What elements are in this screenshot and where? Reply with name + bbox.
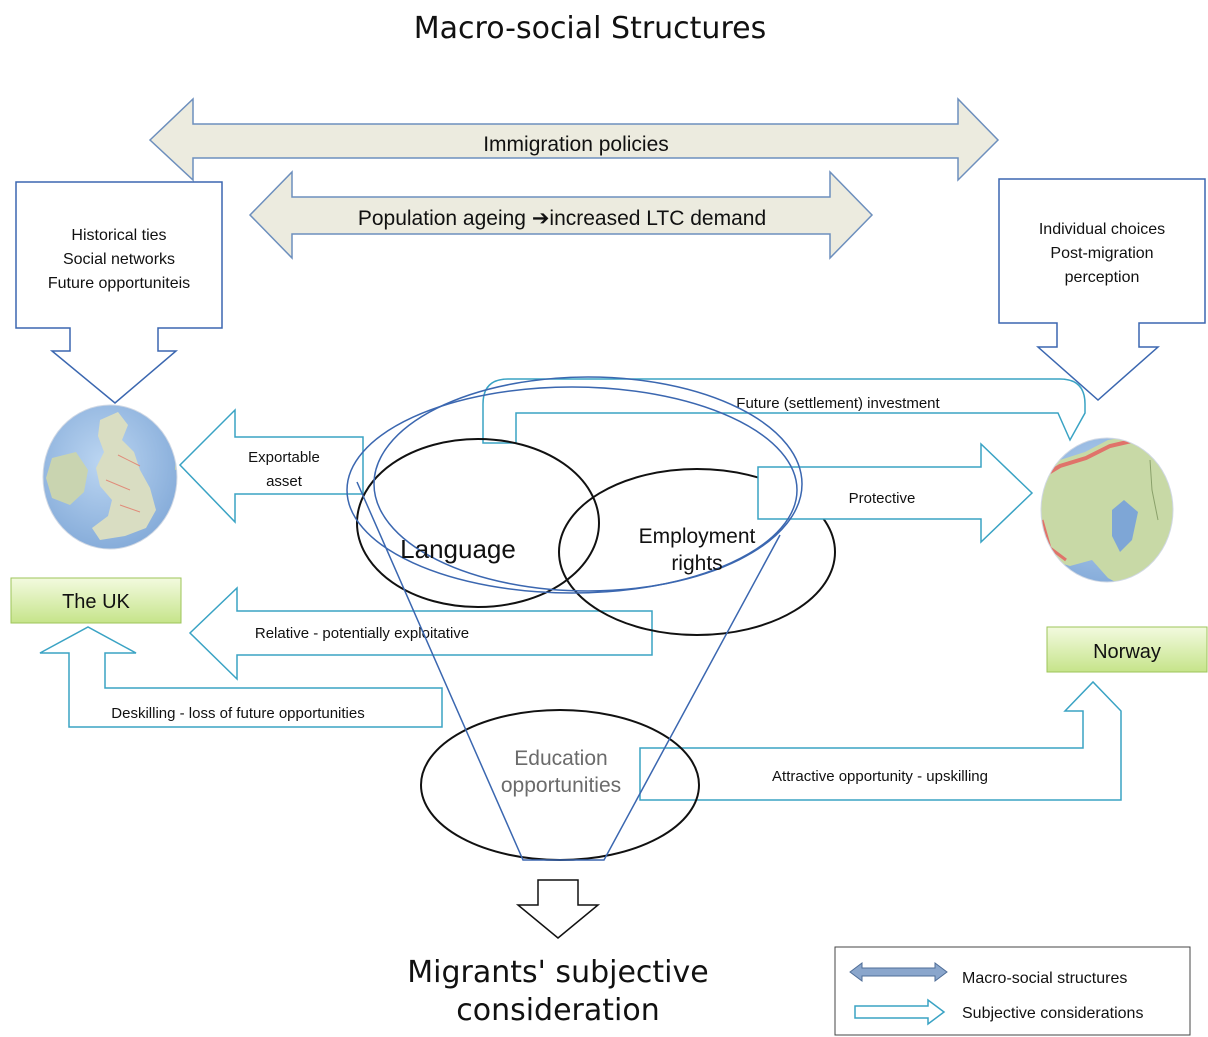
diagram-title: Macro-social Structures	[414, 11, 766, 46]
norway-map-globe-icon	[1040, 437, 1174, 583]
language-circle	[356, 438, 600, 608]
uk-map-globe-icon	[42, 404, 178, 550]
education-label-2: opportunities	[501, 774, 621, 797]
attractive-opportunity-arrow	[639, 680, 1122, 801]
relative-exploitative-label: Relative - potentially exploitative	[255, 625, 469, 642]
legend-macro-label: Macro-social structures	[962, 970, 1127, 987]
norway-country-label: Norway	[1093, 641, 1161, 663]
immigration-policies-arrow	[148, 97, 1000, 182]
norway-callout-box	[998, 178, 1206, 402]
attractive-opportunity-label: Attractive opportunity - upskilling	[772, 768, 988, 785]
immigration-policies-label: Immigration policies	[483, 133, 669, 156]
legend-subjective-arrow-icon	[854, 998, 946, 1026]
exportable-asset-label-1: Exportable	[248, 449, 320, 466]
legend-subjective-label: Subjective considerations	[962, 1005, 1143, 1022]
legend-macro-arrow-icon	[849, 962, 948, 982]
down-arrow-icon	[515, 879, 601, 939]
uk-callout-box	[15, 181, 223, 404]
norway-callout-line-2: Post-migration	[1050, 245, 1153, 262]
employment-rights-label-2: rights	[671, 552, 722, 575]
exportable-asset-label-2: asset	[266, 473, 303, 490]
norway-callout-line-3: perception	[1065, 269, 1140, 286]
norway-callout-line-1: Individual choices	[1039, 221, 1165, 238]
bottom-title-line-2: consideration	[456, 993, 660, 1028]
population-ageing-arrow	[248, 170, 874, 260]
protective-label: Protective	[849, 490, 916, 507]
future-investment-label: Future (settlement) investment	[736, 395, 940, 412]
uk-country-box	[10, 577, 182, 624]
uk-callout-line-3: Future opportuniteis	[48, 275, 190, 292]
norway-country-box	[1046, 626, 1208, 673]
uk-country-label: The UK	[62, 591, 130, 613]
protective-arrow	[757, 442, 1034, 544]
education-label-1: Education	[514, 747, 607, 770]
language-label: Language	[400, 534, 516, 564]
subjective-funnel	[346, 376, 803, 861]
population-ageing-label: Population ageing ➔increased LTC demand	[358, 207, 766, 230]
uk-callout-line-1: Historical ties	[71, 227, 166, 244]
employment-rights-label-1: Employment	[639, 525, 756, 548]
deskilling-label: Deskilling - loss of future opportunitie…	[111, 705, 364, 722]
employment-rights-circle	[558, 468, 836, 636]
deskilling-arrow	[39, 626, 443, 728]
legend: Macro-social structures Subjective consi…	[834, 946, 1191, 1036]
exportable-asset-arrow	[178, 408, 364, 524]
uk-callout-line-2: Social networks	[63, 251, 175, 268]
bottom-title-line-1: Migrants' subjective	[407, 955, 708, 990]
relative-exploitative-arrow	[188, 586, 653, 681]
